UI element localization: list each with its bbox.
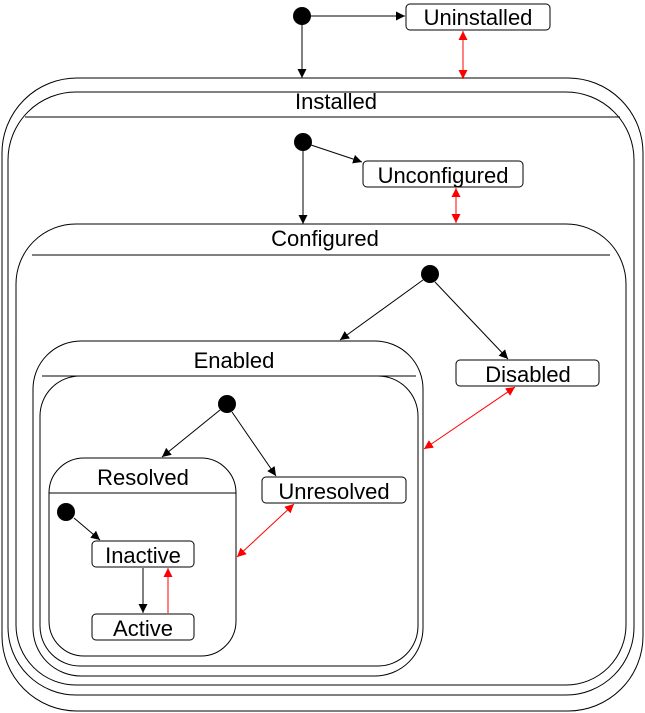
initial-node-resolved: [57, 503, 75, 521]
resolved-label: Resolved: [97, 465, 189, 490]
state-uninstalled: Uninstalled: [405, 3, 551, 31]
transition-resolved-unresolved: [236, 503, 295, 558]
active-label: Active: [113, 616, 173, 641]
enabled-label: Enabled: [194, 348, 275, 373]
state-inactive: Inactive: [91, 540, 195, 568]
inactive-label: Inactive: [105, 543, 181, 568]
state-active: Active: [91, 613, 195, 641]
transition-initial-to-unresolved: [231, 411, 277, 477]
configured-region: [15, 223, 627, 686]
installed-region-inner: [7, 91, 635, 696]
unconfigured-label: Unconfigured: [378, 163, 509, 188]
transition-enabled-disabled: [423, 386, 516, 450]
initial-node-enabled: [218, 395, 236, 413]
resolved-region: [48, 457, 237, 657]
transition-initial-to-enabled: [339, 279, 424, 341]
initial-node-installed: [294, 133, 312, 151]
state-unresolved: Unresolved: [261, 476, 407, 504]
unresolved-label: Unresolved: [278, 479, 389, 504]
state-unconfigured: Unconfigured: [362, 160, 524, 188]
installed-label: Installed: [295, 89, 377, 114]
disabled-label: Disabled: [485, 362, 571, 387]
configured-label: Configured: [271, 226, 379, 251]
initial-node-top: [293, 7, 311, 25]
uninstalled-label: Uninstalled: [424, 5, 533, 30]
transition-initial-to-disabled: [434, 281, 509, 360]
state-disabled: Disabled: [455, 359, 600, 387]
initial-node-configured: [421, 265, 439, 283]
transition-initial-to-inactive: [73, 517, 101, 541]
enabled-region-outer: [32, 340, 424, 677]
installed-region-outer: [1, 77, 644, 712]
transition-initial-to-resolved: [161, 409, 221, 458]
transition-initial-to-unconfigured: [310, 144, 363, 164]
